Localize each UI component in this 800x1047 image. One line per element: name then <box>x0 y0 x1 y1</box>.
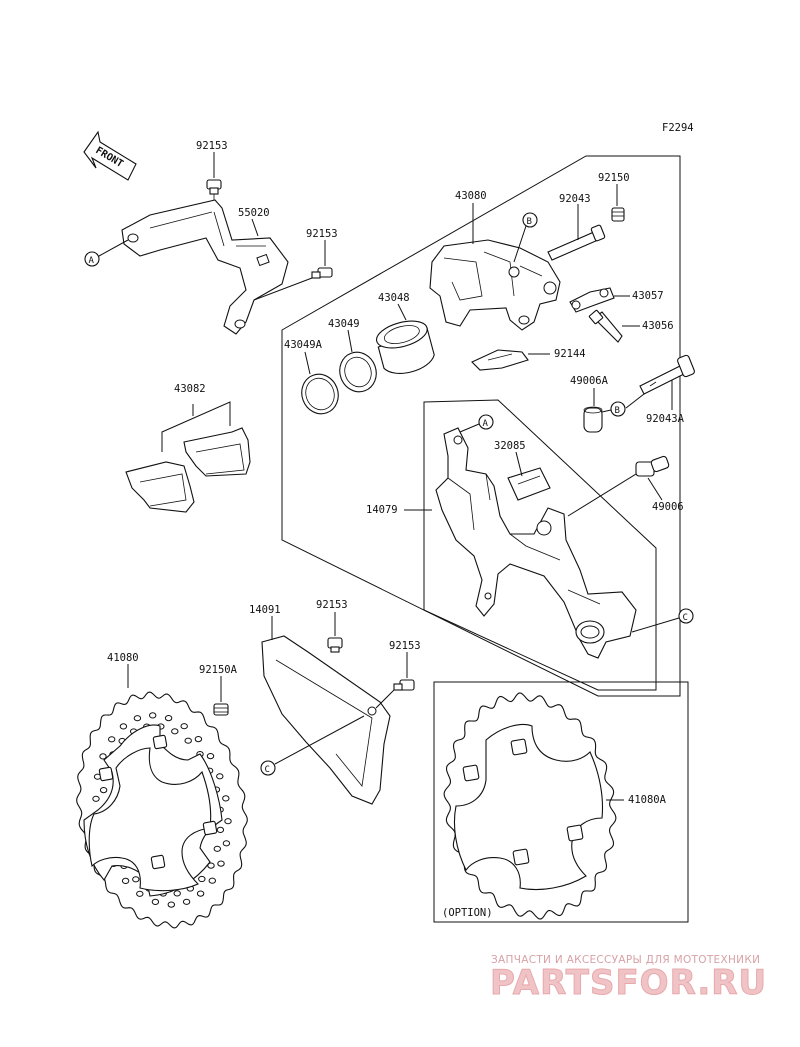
option-label: (OPTION) <box>442 907 493 919</box>
bolt-92153-top <box>206 179 222 200</box>
brake-disc-41080 <box>76 691 248 929</box>
disc-drill-hole <box>222 795 230 802</box>
bolt-92153-low2 <box>393 679 415 691</box>
label-43049: 43049 <box>328 318 360 330</box>
disc-drill-hole <box>216 826 225 834</box>
label-92153-mid: 92153 <box>306 228 338 240</box>
label-92043: 92043 <box>559 193 591 205</box>
watermark-brand: PARTSFOR.RU <box>490 963 767 1003</box>
bolt-92150A <box>213 703 229 716</box>
clip-43057 <box>569 287 615 313</box>
label-92153-top: 92153 <box>196 140 228 152</box>
bolt-92153-low1 <box>327 637 343 653</box>
label-41080A: 41080A <box>628 794 667 806</box>
disc-drill-hole <box>92 795 100 802</box>
bolt-92153-mid <box>311 267 333 279</box>
disc-drill-hole <box>121 877 130 885</box>
label-14091: 14091 <box>249 604 281 616</box>
label-49006A: 49006A <box>570 375 609 387</box>
label-92043A: 92043A <box>646 413 685 425</box>
disc-drill-hole <box>133 715 142 722</box>
front-arrow-icon: FRONT <box>83 130 137 181</box>
plug-92150 <box>611 207 625 222</box>
label-92150A: 92150A <box>199 664 238 676</box>
label-49006: 49006 <box>652 501 684 513</box>
option-frame <box>433 681 689 923</box>
pin-92043 <box>547 224 606 261</box>
label-32085: 32085 <box>494 440 526 452</box>
label-92150: 92150 <box>598 172 630 184</box>
caliper-bracket-14079 <box>435 427 637 659</box>
ref-c-right: C <box>683 613 688 623</box>
diagram-code: F2294 <box>662 122 694 134</box>
disc-drill-hole <box>184 737 192 744</box>
label-92153-low1: 92153 <box>316 599 348 611</box>
label-43049A: 43049A <box>284 339 323 351</box>
disc-drill-hole <box>99 753 107 760</box>
ref-b-right: B <box>615 406 620 416</box>
assembly-frame <box>281 155 681 697</box>
disc-drill-hole <box>206 753 215 760</box>
ref-a-inner: A <box>483 419 489 429</box>
ref-c-left: C <box>265 765 270 775</box>
disc-drill-hole <box>132 876 140 883</box>
disc-drill-hole <box>108 736 116 743</box>
disc-drill-hole <box>171 728 179 735</box>
disc-drill-hole <box>182 898 191 905</box>
label-92153-low2: 92153 <box>389 640 421 652</box>
disc-drill-hole <box>198 875 206 883</box>
disc-drill-hole <box>213 845 222 852</box>
disc-drill-hole <box>208 877 217 884</box>
pin-92043A <box>639 354 695 395</box>
seal-43049A <box>301 373 339 415</box>
spring-92144 <box>471 349 529 371</box>
caliper-body-43080 <box>429 239 561 331</box>
label-43082: 43082 <box>174 383 206 395</box>
bolt-49006 <box>635 455 670 477</box>
boot-49006A <box>583 406 603 433</box>
label-43048: 43048 <box>378 292 410 304</box>
label-92144: 92144 <box>554 348 586 360</box>
disc-drill-hole <box>222 840 231 847</box>
disc-drill-hole <box>224 818 232 825</box>
bracket-55020 <box>121 199 289 335</box>
disc-drill-hole <box>119 723 128 730</box>
disc-drill-hole <box>151 898 160 906</box>
disc-drill-hole <box>136 890 144 897</box>
disc-drill-hole <box>149 712 157 719</box>
disc-drill-hole <box>164 715 173 722</box>
pad-spring-32085 <box>507 467 551 501</box>
brake-pads-43082 <box>125 427 251 513</box>
bleeder-43056 <box>588 309 623 343</box>
label-43056: 43056 <box>642 320 674 332</box>
bracket-frame <box>423 399 657 691</box>
disc-drill-hole <box>180 723 188 730</box>
disc-drill-hole <box>173 890 181 897</box>
disc-drill-hole <box>167 901 176 908</box>
disc-drill-hole <box>216 773 224 780</box>
label-43080: 43080 <box>455 190 487 202</box>
label-43057: 43057 <box>632 290 664 302</box>
label-55020: 55020 <box>238 207 270 219</box>
label-14079: 14079 <box>366 504 398 516</box>
seal-43049 <box>339 351 377 393</box>
disc-drill-hole <box>217 860 225 867</box>
brake-disc-41080A <box>443 692 617 920</box>
label-41080: 41080 <box>107 652 139 664</box>
disc-drill-hole <box>194 736 203 743</box>
piston-43048 <box>376 320 435 374</box>
ref-b-caliper: B <box>527 217 532 227</box>
disc-drill-hole <box>99 787 108 794</box>
disc-guard-14091 <box>261 635 391 805</box>
ref-a-left: A <box>89 256 95 266</box>
disc-drill-hole <box>196 890 205 897</box>
watermark-tagline: ЗАПЧАСТИ И АКСЕССУАРЫ ДЛЯ МОТОТЕХНИКИ <box>491 954 760 966</box>
